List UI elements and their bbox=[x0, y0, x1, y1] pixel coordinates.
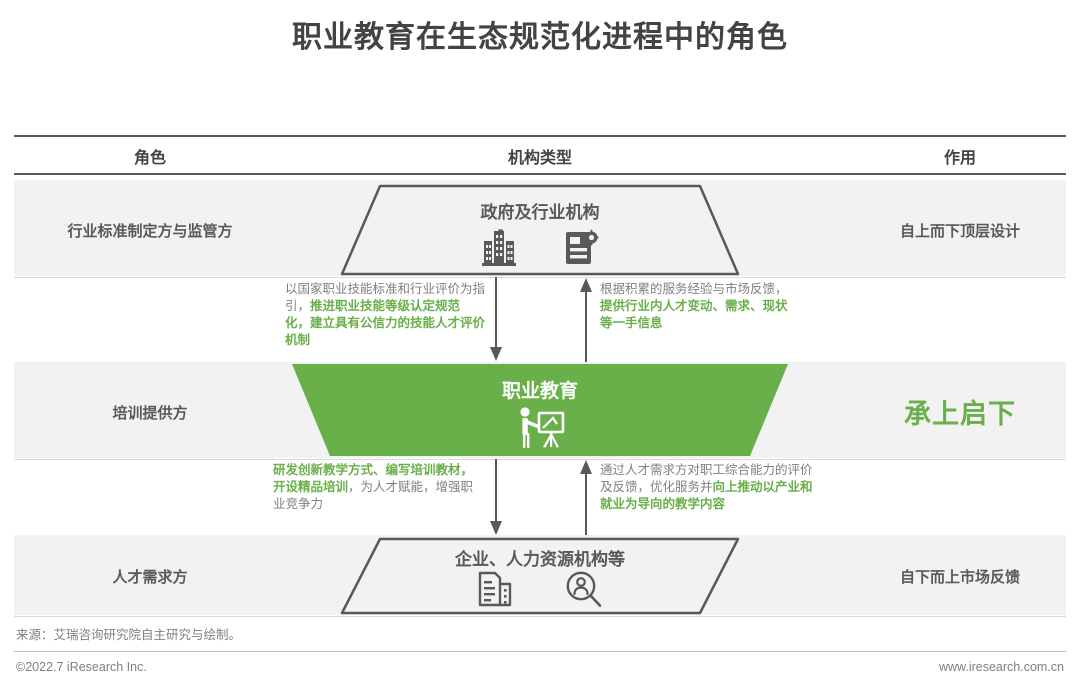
trapezoid-shape-vocational-education bbox=[292, 364, 788, 456]
role-label-3: 人才需求方 bbox=[112, 569, 188, 586]
row-band-1 bbox=[14, 180, 1066, 276]
node-vocational-education[interactable]: 职业教育 bbox=[292, 364, 788, 456]
node-icons-enterprise bbox=[340, 569, 740, 609]
website-text: www.iresearch.com.cn bbox=[938, 660, 1064, 674]
effect-label-1: 自上而下顶层设计 bbox=[899, 223, 1020, 240]
note-green-1: 推进职业技能等级认定规范化，建立具有公信力的技能人才评价机制 bbox=[285, 299, 486, 347]
row-band-3 bbox=[14, 535, 1066, 615]
trapezoid-shape-enterprise bbox=[340, 537, 740, 615]
column-header-effect: 作用 bbox=[943, 150, 976, 167]
certificate-document-icon bbox=[563, 229, 599, 267]
arrow-up-edu-to-gov bbox=[577, 277, 595, 368]
row-divider-3 bbox=[14, 616, 1066, 617]
node-icons-vocational-education bbox=[292, 406, 788, 450]
effect-label-2: 承上启下 bbox=[904, 399, 1016, 429]
column-header-type: 机构类型 bbox=[507, 150, 572, 167]
note-plain-1: 根据积累的服务经验与市场反馈， bbox=[600, 282, 788, 296]
note-plain-1: 以国家职业技能标准和行业评价为指引， bbox=[285, 282, 486, 313]
footer-rule bbox=[14, 651, 1066, 652]
connector-note-gov-to-edu: 以国家职业技能标准和行业评价为指引，推进职业技能等级认定规范化，建立具有公信力的… bbox=[285, 281, 485, 349]
arrow-up-enterprise-to-edu bbox=[577, 459, 595, 542]
row-divider-1 bbox=[14, 277, 1066, 278]
source-note: 来源：艾瑞咨询研究院自主研究与绘制。 bbox=[16, 628, 242, 642]
person-search-icon bbox=[565, 570, 603, 608]
connector-note-edu-to-enterprise: 研发创新教学方式、编写培训教材，开设精品培训，为人才赋能，增强职业竞争力 bbox=[273, 462, 485, 513]
role-label-2: 培训提供方 bbox=[112, 405, 188, 422]
connector-note-enterprise-to-edu: 通过人才需求方对职工综合能力的评价及反馈，优化服务并向上推动以产业和就业为导向的… bbox=[600, 462, 816, 513]
trapezoid-shape-government bbox=[340, 184, 740, 276]
copyright-text: ©2022.7 iResearch Inc. bbox=[16, 660, 147, 674]
connector-note-edu-to-gov: 根据积累的服务经验与市场反馈， 提供行业内人才变动、需求、现状等一手信息 bbox=[600, 281, 796, 332]
node-government[interactable]: 政府及行业机构 bbox=[340, 184, 740, 276]
note-green-1: 研发创新教学方式、编写培训教材，开设精品培训 bbox=[273, 463, 474, 494]
teacher-whiteboard-icon bbox=[513, 406, 567, 450]
node-icons-government bbox=[340, 228, 740, 268]
note-green-1: 提供行业内人才变动、需求、现状等一手信息 bbox=[600, 299, 788, 330]
page-title: 职业教育在生态规范化进程中的角色 bbox=[292, 21, 788, 54]
node-title-vocational-education: 职业教育 bbox=[501, 381, 578, 402]
effect-label-3: 自下而上市场反馈 bbox=[899, 569, 1020, 586]
arrow-down-gov-to-edu bbox=[487, 277, 505, 368]
row-divider-2 bbox=[14, 459, 1066, 460]
node-title-enterprise: 企业、人力资源机构等 bbox=[455, 550, 625, 569]
government-building-icon bbox=[481, 229, 517, 267]
role-label-1: 行业标准制定方与监管方 bbox=[67, 223, 233, 240]
node-enterprise[interactable]: 企业、人力资源机构等 bbox=[340, 537, 740, 615]
note-plain-2: ，为人才赋能，增强职业竞争力 bbox=[273, 480, 474, 511]
column-header-role: 角色 bbox=[133, 150, 166, 167]
document-building-icon bbox=[477, 570, 513, 608]
note-green-1: 向上推动以产业和就业为导向的教学内容 bbox=[600, 480, 813, 511]
node-title-government: 政府及行业机构 bbox=[480, 203, 600, 222]
header-rule-bottom bbox=[14, 173, 1066, 175]
arrow-down-edu-to-enterprise bbox=[487, 459, 505, 542]
note-plain-1: 通过人才需求方对职工综合能力的评价及反馈，优化服务并 bbox=[600, 463, 813, 494]
header-rule-top bbox=[14, 135, 1066, 137]
